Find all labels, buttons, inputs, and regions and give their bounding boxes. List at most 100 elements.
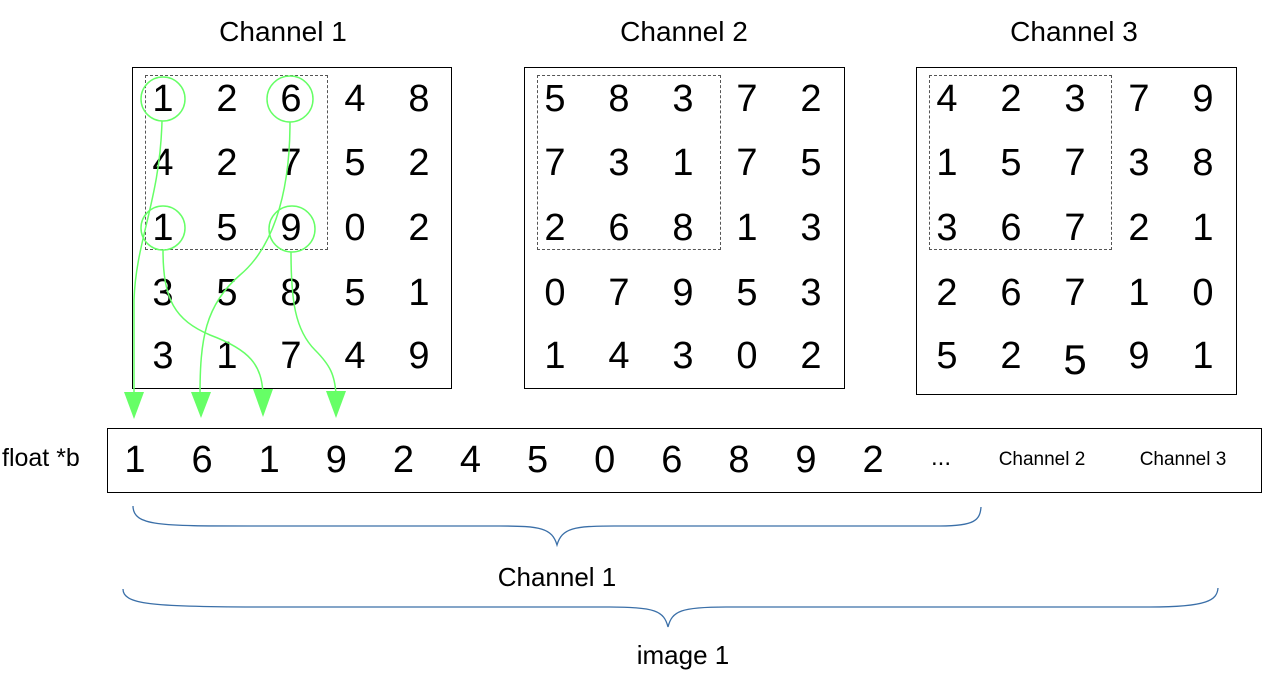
grid-cell: 3: [672, 335, 694, 377]
grid-cell: 3: [152, 335, 174, 377]
channel-1-kernel-window: [145, 75, 328, 250]
grid-cell: 7: [544, 142, 566, 184]
buffer-value: 6: [191, 439, 213, 481]
grid-cell: 7: [736, 142, 758, 184]
grid-cell: 3: [800, 272, 822, 314]
grid-cell: 1: [152, 78, 174, 120]
grid-cell: 7: [1128, 78, 1150, 120]
buffer-value: 2: [392, 439, 414, 481]
grid-cell: 5: [936, 335, 958, 377]
buffer-value: 1: [124, 439, 146, 481]
grid-cell: 5: [544, 78, 566, 120]
grid-cell: 1: [544, 335, 566, 377]
channel-1-title: Channel 1: [219, 16, 347, 47]
grid-cell: 7: [280, 335, 302, 377]
grid-cell: 8: [408, 78, 430, 120]
grid-cell: 5: [344, 272, 366, 314]
buffer-ellipsis: ...: [930, 444, 952, 471]
grid-cell: 1: [1192, 335, 1214, 377]
arrowhead: [326, 391, 346, 418]
grid-cell: 1: [408, 272, 430, 314]
grid-cell: 3: [152, 272, 174, 314]
grid-cell: 5: [736, 272, 758, 314]
float-buffer: [107, 428, 1262, 493]
grid-cell: 7: [1064, 142, 1086, 184]
buffer-value: 8: [728, 439, 750, 481]
highlight-circle: [268, 205, 316, 253]
grid-cell: 2: [936, 272, 958, 314]
grid-cell: 4: [608, 335, 630, 377]
arrow-path: [162, 249, 264, 396]
grid-cell: 0: [544, 272, 566, 314]
grid-cell: 9: [1128, 335, 1150, 377]
grid-cell: 9: [408, 335, 430, 377]
highlight-circle: [266, 75, 314, 123]
grid-cell: 0: [344, 207, 366, 249]
arrow-path: [290, 251, 337, 396]
buffer-value: 9: [795, 439, 817, 481]
grid-cell: 3: [672, 78, 694, 120]
grid-cell: 5: [1000, 142, 1022, 184]
grid-cell: 2: [1000, 335, 1022, 377]
arrow-path: [199, 121, 291, 396]
arrowhead: [191, 392, 211, 418]
buffer-channel-3-label: Channel 3: [1139, 449, 1227, 470]
grid-cell: 7: [280, 142, 302, 184]
grid-cell: 9: [280, 207, 302, 249]
channel-3-title: Channel 3: [1010, 16, 1138, 47]
grid-cell: 2: [1000, 78, 1022, 120]
grid-cell: 1: [1128, 272, 1150, 314]
grid-cell: 7: [736, 78, 758, 120]
image-brace: [122, 587, 1219, 628]
channel-3-kernel-window: [929, 75, 1112, 250]
grid-cell: 2: [1128, 207, 1150, 249]
buffer-label: float *b: [2, 444, 80, 472]
grid-cell: 7: [1064, 272, 1086, 314]
grid-cell: 9: [672, 272, 694, 314]
grid-cell: 4: [936, 78, 958, 120]
highlight-circle: [140, 205, 186, 251]
grid-cell: 1: [216, 335, 238, 377]
grid-cell: 2: [408, 142, 430, 184]
grid-cell: 5: [216, 207, 238, 249]
grid-cell: 5: [344, 142, 366, 184]
grid-cell: 8: [1192, 142, 1214, 184]
arrowhead: [124, 392, 144, 419]
grid-cell: 3: [1128, 142, 1150, 184]
grid-cell: 3: [800, 207, 822, 249]
grid-cell: 8: [672, 207, 694, 249]
grid-cell: 7: [1064, 207, 1086, 249]
channel-brace: [132, 505, 982, 548]
grid-cell: 6: [280, 78, 302, 120]
arrowhead: [253, 389, 273, 417]
buffer-value: 6: [661, 439, 683, 481]
grid-cell: 0: [736, 335, 758, 377]
grid-cell: 2: [800, 78, 822, 120]
grid-cell: 1: [736, 207, 758, 249]
buffer-value: 4: [459, 439, 482, 481]
image-brace-label: image 1: [636, 640, 730, 670]
grid-cell: 2: [408, 207, 430, 249]
highlight-circle: [140, 76, 186, 122]
channel-2-grid: [524, 67, 845, 389]
grid-cell: 4: [344, 335, 366, 377]
grid-cell: 1: [1192, 207, 1214, 249]
channel-2-kernel-window: [537, 75, 721, 250]
grid-cell: 4: [344, 78, 366, 120]
grid-cell: 6: [1000, 207, 1022, 249]
grid-cell: 0: [1192, 272, 1214, 314]
buffer-value: 5: [527, 439, 549, 481]
grid-cell: 8: [608, 78, 630, 120]
grid-cell: 2: [800, 335, 822, 377]
arrow-path: [133, 120, 163, 395]
grid-cell: 7: [608, 272, 630, 314]
grid-cell: 5: [800, 142, 822, 184]
grid-cell: 9: [1192, 78, 1214, 120]
grid-cell: 3: [936, 207, 958, 249]
grid-cell: 3: [608, 142, 630, 184]
buffer-value: 1: [258, 439, 280, 481]
grid-cell: 8: [280, 272, 302, 314]
grid-cell: 1: [936, 142, 958, 184]
